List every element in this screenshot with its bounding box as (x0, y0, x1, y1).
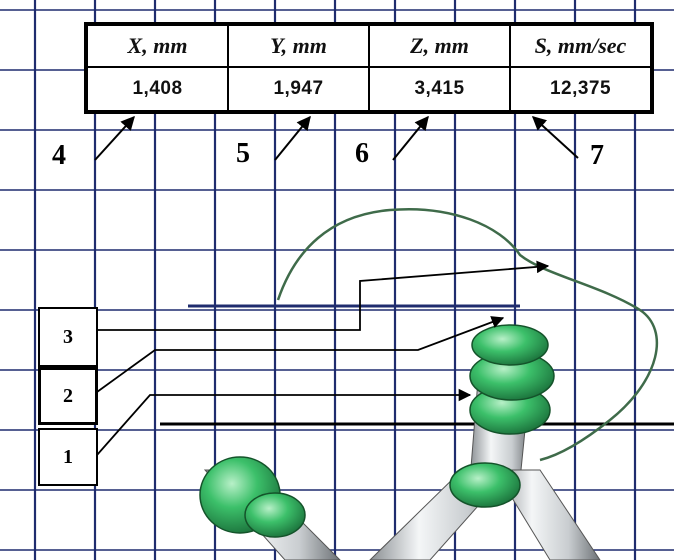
robot-arm (199, 324, 601, 560)
callout-7: 7 (590, 140, 604, 171)
value-speed: 12,375 (509, 66, 652, 112)
callout-4: 4 (52, 140, 66, 171)
header-z: Z, mm (368, 24, 511, 68)
joint-wrist-top (471, 324, 549, 366)
header-speed: S, mm/sec (509, 24, 652, 68)
callout-3: 3 (38, 307, 98, 367)
pointer-5 (274, 115, 311, 161)
value-z: 3,415 (368, 66, 511, 112)
callout-1: 1 (38, 428, 98, 486)
header-x: X, mm (86, 24, 229, 68)
pointer-4 (94, 115, 135, 161)
joint-left-inner (244, 492, 306, 538)
coordinate-readout-table: X, mm Y, mm Z, mm S, mm/sec 1,408 1,947 … (84, 22, 654, 114)
leader-1 (96, 388, 472, 456)
value-y: 1,947 (227, 66, 370, 112)
callout-5: 5 (236, 138, 250, 169)
arm-joints (199, 324, 555, 538)
value-x: 1,408 (86, 66, 229, 112)
leader-2 (96, 316, 505, 393)
header-y: Y, mm (227, 24, 370, 68)
work-plane-lines (160, 304, 674, 426)
tool-path-trace (276, 208, 659, 462)
side-leaders (96, 260, 550, 456)
leader-3 (97, 260, 550, 331)
readout-pointers (94, 115, 579, 161)
callout-6: 6 (355, 138, 369, 169)
pointer-7 (531, 116, 579, 159)
pointer-6 (392, 115, 429, 161)
callout-2: 2 (38, 367, 98, 425)
joint-elbow (449, 462, 521, 508)
